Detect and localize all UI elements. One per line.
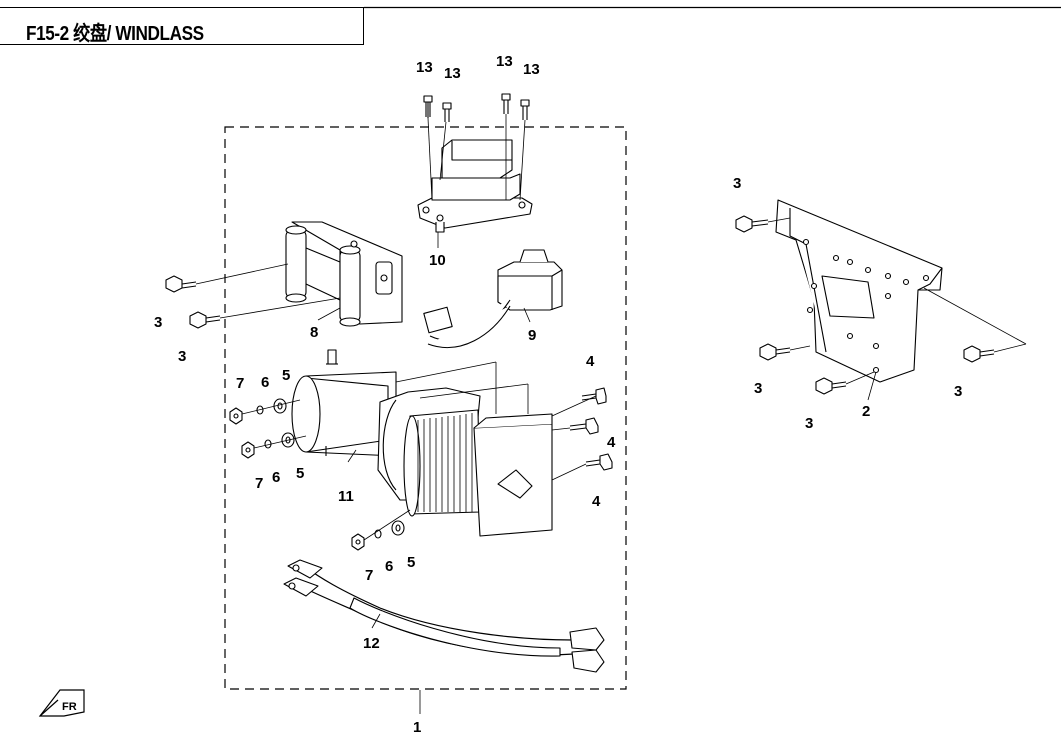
callout-3-f: 3 (954, 383, 962, 400)
callout-3-a: 3 (154, 314, 162, 331)
callout-12: 12 (363, 635, 380, 652)
roller-fairlead-8 (285, 221, 403, 327)
callout-7-a: 7 (236, 375, 244, 392)
callout-3-e: 3 (805, 415, 813, 432)
winch-cable-drum (403, 409, 481, 517)
callout-7-b: 7 (255, 475, 263, 492)
leader-lines (195, 114, 1027, 714)
callout-13-a: 13 (416, 59, 433, 76)
bolt-13-b (442, 102, 452, 122)
callout-2: 2 (862, 403, 870, 420)
callout-5-a: 5 (282, 367, 290, 384)
callout-13-b: 13 (444, 65, 461, 82)
callout-labels: 13 13 13 13 10 8 9 3 3 3 3 3 3 2 4 4 4 7… (154, 53, 962, 736)
washer-5-a (273, 398, 287, 414)
callout-3-c: 3 (733, 175, 741, 192)
callout-3-d: 3 (754, 380, 762, 397)
winch-motor-11 (291, 349, 397, 457)
bolt-3-c (735, 215, 769, 233)
callout-13-c: 13 (496, 53, 513, 70)
washer-5-c (391, 520, 405, 536)
orientation-label: FR (62, 701, 77, 713)
callout-4-b: 4 (607, 434, 616, 451)
diagram-title-box: F15-2 绞盘/ WINDLASS (0, 7, 364, 45)
bolt-13-c (501, 93, 511, 114)
callout-9: 9 (528, 327, 536, 344)
bolt-13-d (520, 99, 530, 120)
assembly-boundary (224, 126, 627, 690)
bolt-3-a (165, 275, 197, 293)
nut-7-c (351, 533, 365, 551)
callout-4-a: 4 (586, 353, 595, 370)
bolt-3-f (963, 345, 995, 363)
callout-11: 11 (338, 488, 354, 505)
bolt-13-a (423, 95, 433, 118)
callout-6-a: 6 (261, 374, 269, 391)
mounting-plate-2 (775, 199, 943, 383)
remote-socket-9 (423, 249, 563, 349)
callout-5-c: 5 (407, 554, 415, 571)
bolt-3-b (189, 311, 221, 329)
bolt-4-a (581, 387, 607, 405)
callout-5-b: 5 (296, 465, 304, 482)
diagram-title: F15-2 绞盘/ WINDLASS (26, 23, 204, 45)
bolt-4-c (585, 453, 613, 471)
front-direction-icon: FR (38, 689, 85, 717)
callout-10: 10 (429, 252, 446, 269)
callout-8: 8 (310, 324, 318, 341)
contactor-box-10 (417, 139, 533, 233)
callout-4-c: 4 (592, 493, 601, 510)
callout-6-b: 6 (272, 469, 280, 486)
bolt-4-b (569, 417, 599, 435)
nut-7-b (241, 441, 255, 459)
callout-3-b: 3 (178, 348, 186, 365)
callout-1: 1 (413, 719, 421, 736)
bolt-3-e (815, 377, 847, 395)
bolt-3-d (759, 343, 791, 361)
winch-end-housing (473, 413, 553, 537)
callout-6-c: 6 (385, 558, 393, 575)
callout-13-d: 13 (523, 61, 540, 78)
power-cable-12 (283, 559, 605, 673)
nut-7-a (229, 407, 243, 425)
callout-7-c: 7 (365, 567, 373, 584)
